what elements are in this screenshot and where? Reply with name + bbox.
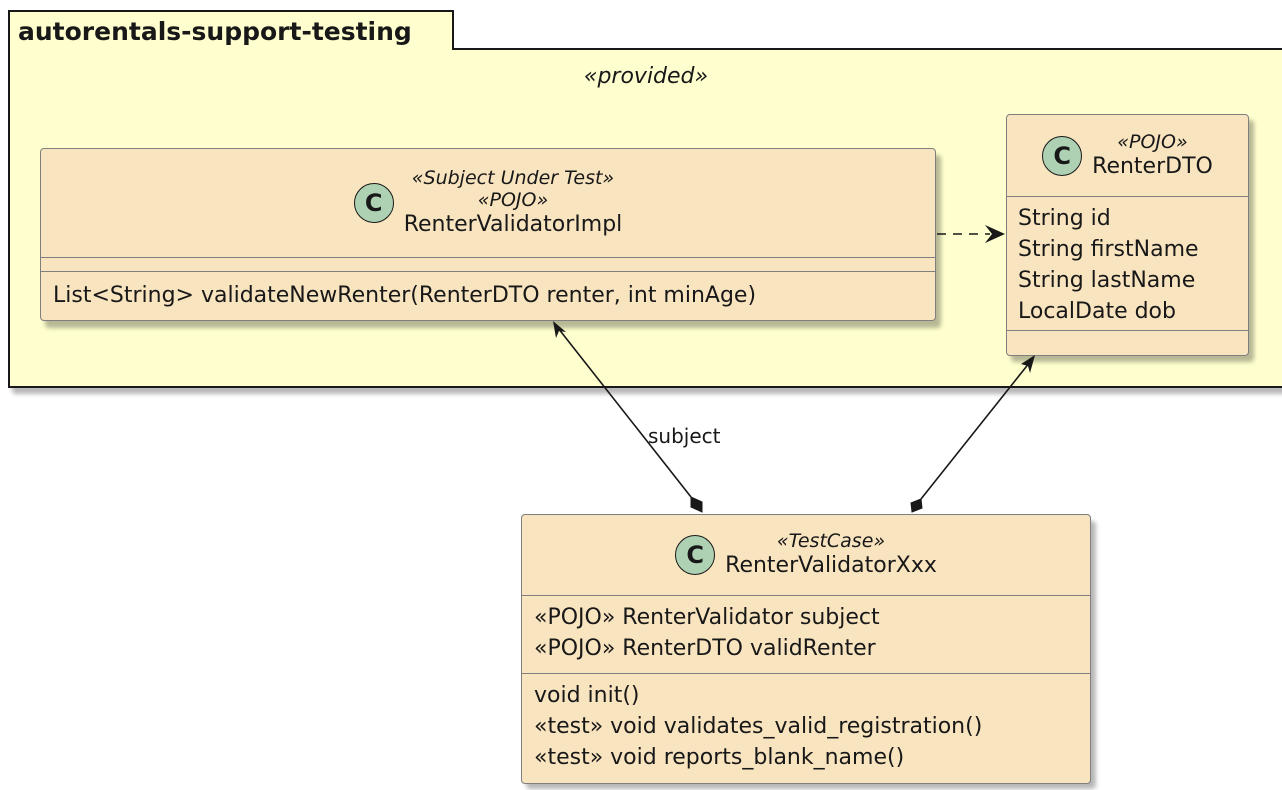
methods-compartment: void init() «test» void validates_valid_… <box>522 673 1090 773</box>
class-name: RenterValidatorXxx <box>725 553 937 578</box>
class-field: «POJO» RenterValidator subject <box>534 605 880 630</box>
class-renter-dto[interactable]: C «POJO» RenterDTO String id String firs… <box>1006 114 1249 356</box>
fields-compartment <box>41 257 935 271</box>
class-name: RenterValidatorImpl <box>403 212 623 237</box>
class-stereotype: «TestCase» <box>776 530 886 552</box>
class-field: String id <box>1018 206 1111 231</box>
class-renter-validator-impl[interactable]: C «Subject Under Test» «POJO» RenterVali… <box>40 148 936 321</box>
class-header: C «TestCase» RenterValidatorXxx <box>522 515 1090 595</box>
class-method: List<String> validateNewRenter(RenterDTO… <box>53 283 757 308</box>
class-method: «test» void reports_blank_name() <box>534 745 905 770</box>
class-badge-icon: C <box>1042 135 1083 176</box>
class-stereotype: «POJO» <box>477 189 549 211</box>
class-titles: «TestCase» RenterValidatorXxx <box>725 530 937 580</box>
class-stereotype: «Subject Under Test» <box>411 167 615 189</box>
class-titles: «POJO» RenterDTO <box>1092 131 1213 181</box>
class-field: «POJO» RenterDTO validRenter <box>534 636 876 661</box>
package-tab: autorentals-support-testing <box>8 10 454 50</box>
class-header: C «Subject Under Test» «POJO» RenterVali… <box>41 149 935 257</box>
class-method: void init() <box>534 683 640 708</box>
class-badge-icon: C <box>353 183 394 223</box>
fields-compartment: String id String firstName String lastNa… <box>1007 196 1248 330</box>
package-name: autorentals-support-testing <box>18 17 412 46</box>
class-badge-icon: C <box>675 535 716 575</box>
class-titles: «Subject Under Test» «POJO» RenterValida… <box>404 167 623 239</box>
relation-label-subject: subject <box>648 424 721 448</box>
methods-compartment <box>1007 330 1248 341</box>
class-field: LocalDate dob <box>1018 299 1176 324</box>
class-header: C «POJO» RenterDTO <box>1007 115 1248 196</box>
class-renter-validator-xxx[interactable]: C «TestCase» RenterValidatorXxx «POJO» R… <box>521 514 1091 784</box>
package-stereotype: «provided» <box>583 64 709 89</box>
class-field: String lastName <box>1018 268 1196 293</box>
class-method: «test» void validates_valid_registration… <box>534 714 983 739</box>
class-field: String firstName <box>1018 237 1199 262</box>
methods-compartment: List<String> validateNewRenter(RenterDTO… <box>41 271 935 311</box>
fields-compartment: «POJO» RenterValidator subject «POJO» Re… <box>522 595 1090 673</box>
class-stereotype: «POJO» <box>1117 130 1188 153</box>
class-name: RenterDTO <box>1092 153 1213 179</box>
